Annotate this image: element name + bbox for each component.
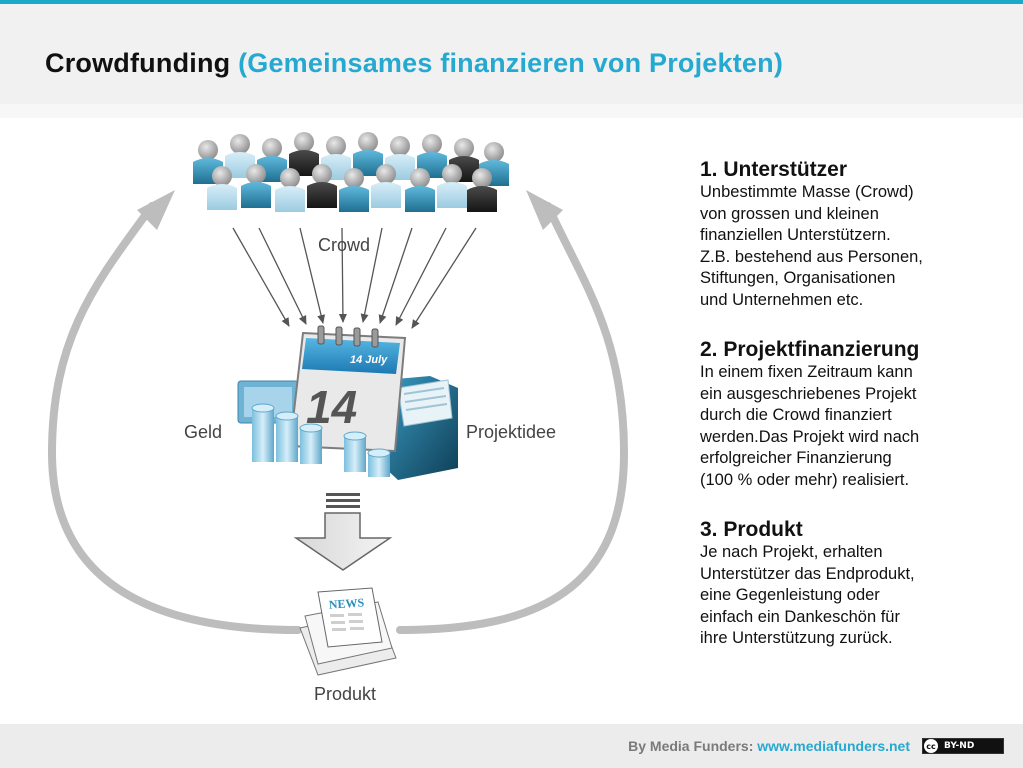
body-line: In einem fixen Zeitraum kann <box>700 363 913 381</box>
body-line: finanziellen Unterstützern. <box>700 226 891 244</box>
news-label: NEWS <box>328 595 365 611</box>
cycle-arrowhead-right <box>526 190 563 230</box>
body-line: Unterstützer das Endprodukt, <box>700 564 915 583</box>
top-accent-bar <box>0 0 1023 4</box>
diagram-canvas: 14 July 14 <box>47 132 629 676</box>
page-title: Crowdfunding (Gemeinsames finanzieren vo… <box>45 48 783 79</box>
title-subtitle: (Gemeinsames finanzieren von Projekten) <box>238 48 784 78</box>
cycle-arrows <box>47 190 629 634</box>
body-line: Je nach Projekt, erhalten <box>700 543 883 561</box>
body-line: von grossen und kleinen <box>700 204 879 223</box>
section-product: 3. Produkt Je nach Projekt, erhalten Unt… <box>700 518 1000 650</box>
header-divider <box>0 104 1023 118</box>
body-line: Unbestimmte Masse (Crowd) <box>700 183 914 201</box>
body-line: und Unternehmen etc. <box>700 290 864 309</box>
cycle-arrowhead-left <box>137 190 175 230</box>
body-line: werden.Das Projekt wird nach <box>700 427 920 446</box>
section-supporters: 1. Unterstützer Unbestimmte Masse (Crowd… <box>700 158 1000 311</box>
body-line: durch die Crowd finanziert <box>700 406 892 424</box>
body-line: ein ausgeschriebenes Projekt <box>700 384 917 403</box>
label-product: Produkt <box>314 684 377 704</box>
body-line: erfolgreicher Finanzierung <box>700 449 892 467</box>
credit-prefix: By Media Funders: <box>628 738 754 754</box>
body-line: Stiftungen, Organisationen <box>700 269 896 287</box>
newspaper-icon: NEWS <box>299 587 397 676</box>
body-line: (100 % oder mehr) realisiert. <box>700 470 910 489</box>
credit-line: By Media Funders: www.mediafunders.net <box>628 738 910 754</box>
calendar-icon: 14 July 14 <box>288 325 407 453</box>
calendar-month: 14 July <box>350 354 388 366</box>
section-body: Unbestimmte Masse (Crowd) von grossen un… <box>700 182 1000 311</box>
cycle-arrow-right <box>396 202 629 634</box>
funding-arrows <box>232 227 477 329</box>
section-title: 2. Projektfinanzierung <box>700 338 920 361</box>
section-body: In einem fixen Zeitraum kann ein ausgesc… <box>700 362 1000 491</box>
cycle-arrow-left <box>47 202 302 634</box>
body-line: Z.B. bestehend aus Personen, <box>700 247 923 266</box>
label-project-idea: Projektidee <box>466 422 557 442</box>
label-crowd: Crowd <box>318 235 371 255</box>
body-line: einfach ein Dankeschön für <box>700 607 900 626</box>
body-line: eine Gegenleistung oder <box>700 586 880 604</box>
folder-icon <box>385 376 458 480</box>
label-money: Geld <box>184 422 223 442</box>
license-label: BY-ND <box>944 741 975 751</box>
cc-license-badge[interactable]: cc BY-ND <box>922 738 1004 754</box>
section-financing: 2. Projektfinanzierung In einem fixen Ze… <box>700 338 1000 491</box>
coin-stacks <box>251 403 391 477</box>
title-main: Crowdfunding <box>45 48 231 78</box>
section-body: Je nach Projekt, erhalten Unterstützer d… <box>700 542 1000 650</box>
footer: By Media Funders: www.mediafunders.net c… <box>0 724 1023 768</box>
arrow-down-icon <box>293 493 393 571</box>
crowd-icon <box>193 132 509 212</box>
cc-icon: cc <box>924 739 938 753</box>
section-title: 1. Unterstützer <box>700 158 848 181</box>
body-line: ihre Unterstützung zurück. <box>700 629 893 647</box>
description-column: 1. Unterstützer Unbestimmte Masse (Crowd… <box>700 158 1000 677</box>
crowdfunding-diagram: 14 July 14 <box>0 118 660 724</box>
credit-url-link[interactable]: www.mediafunders.net <box>757 738 910 754</box>
section-title: 3. Produkt <box>700 518 803 541</box>
header: Crowdfunding (Gemeinsames finanzieren vo… <box>0 4 1023 104</box>
